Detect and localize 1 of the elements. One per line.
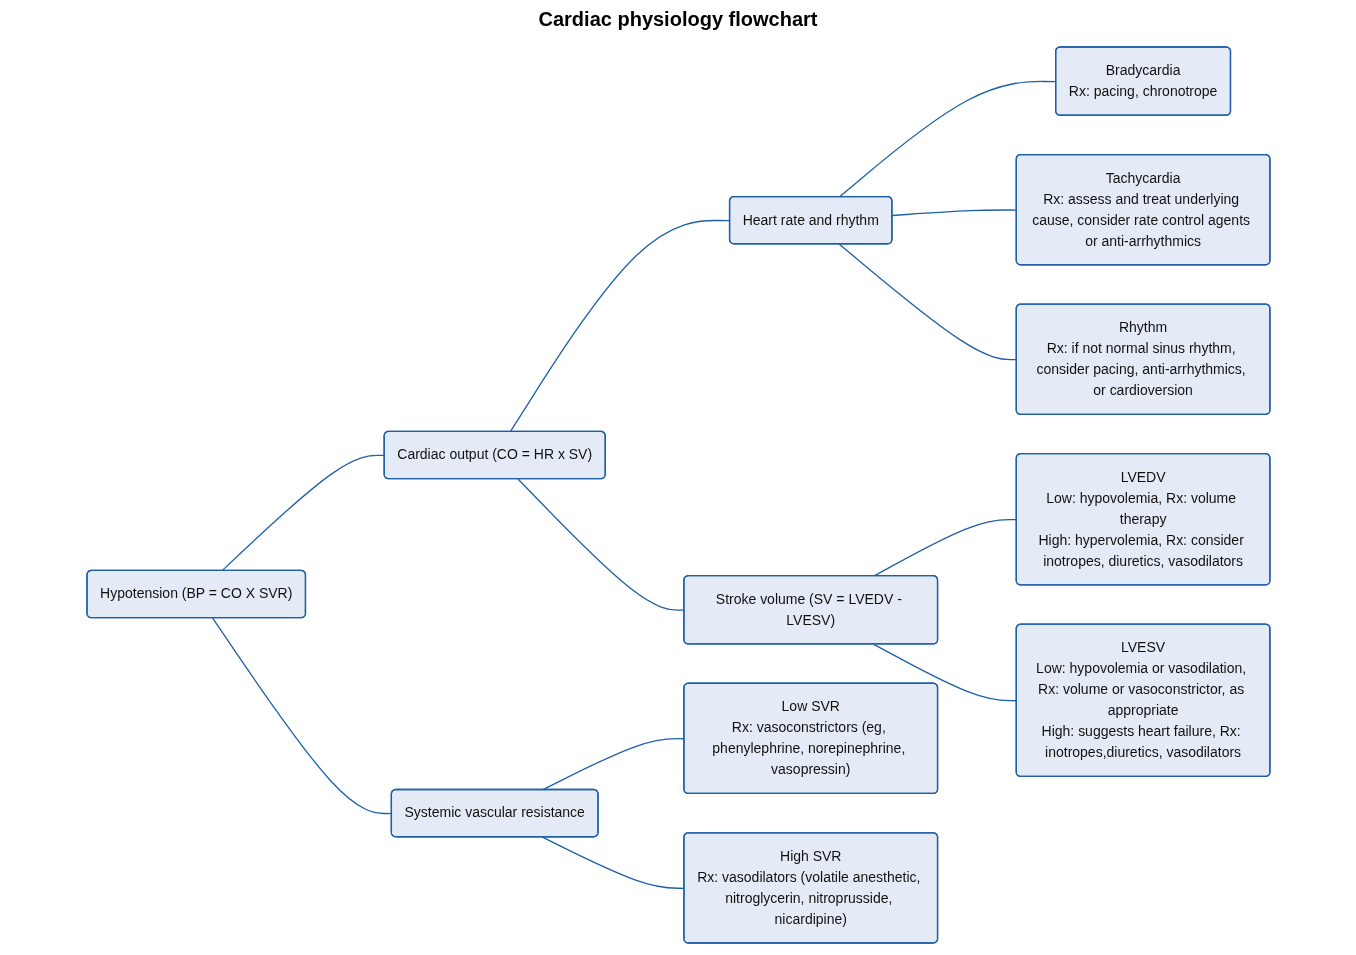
diagram-title: Cardiac physiology flowchart	[538, 8, 818, 31]
